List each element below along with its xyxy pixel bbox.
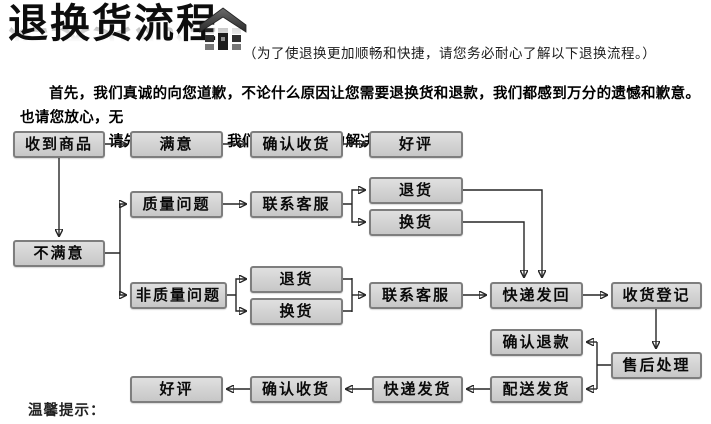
flow-node-confirm-receipt-top: 确认收货: [250, 131, 343, 158]
flow-node-dispatch-shipping: 配送发货: [490, 376, 583, 403]
header-subtitle: （为了使退换更加顺畅和快捷，请您务必耐心了解以下退换流程。）: [243, 46, 657, 61]
flow-node-return-goods-nonquality: 退货: [250, 266, 343, 293]
flow-node-receipt-registration: 收货登记: [611, 282, 702, 309]
flow-node-received-goods: 收到商品: [13, 131, 105, 158]
flow-node-good-review-bottom: 好评: [130, 376, 223, 403]
flow-node-express-send-back: 快递发回: [490, 282, 583, 309]
flow-node-not-satisfied: 不满意: [13, 240, 105, 267]
flow-node-confirm-refund: 确认退款: [490, 329, 583, 356]
flow-node-confirm-receipt-bottom: 确认收货: [250, 376, 342, 403]
house-icon: [198, 6, 248, 54]
page-title: 退换货流程: [8, 2, 218, 46]
flow-node-contact-service-nonquality: 联系客服: [369, 282, 463, 309]
intro-line-1: 首先，我们真诚的向您道歉，不论什么原因让您需要退换货和退款，我们都感到万分的遗憾…: [20, 86, 701, 126]
flow-node-return-goods-quality: 退货: [369, 177, 463, 204]
flow-node-express-shipping: 快递发货: [372, 376, 463, 403]
flow-node-quality-issue: 质量问题: [130, 191, 223, 218]
flow-node-exchange-goods-nonquality: 换货: [250, 298, 343, 325]
flow-node-satisfied: 满意: [130, 131, 223, 158]
flow-node-contact-service-quality: 联系客服: [250, 191, 343, 218]
flow-node-exchange-goods-quality: 换货: [369, 209, 463, 236]
flow-node-good-review-top: 好评: [369, 131, 463, 158]
flow-node-non-quality-issue: 非质量问题: [130, 282, 227, 309]
warm-tips-label: 温馨提示：: [28, 403, 106, 419]
flow-node-after-sales-processing: 售后处理: [611, 352, 702, 379]
